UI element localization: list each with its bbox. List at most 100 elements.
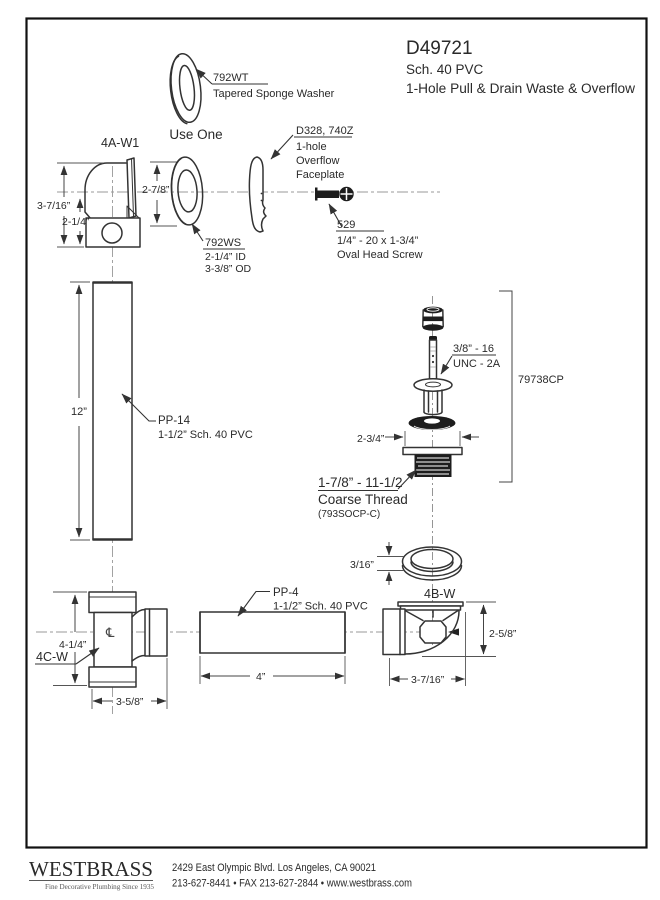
part-code: PP-14	[158, 415, 191, 427]
tube-spec: 1-1/2” Sch. 40 PVC	[158, 429, 253, 441]
rubber-washer-hole	[424, 418, 440, 424]
product-description: 1-Hole Pull & Drain Waste & Overflow	[406, 81, 635, 96]
ring-inner-thickness	[410, 561, 454, 573]
elbow-flange-bottom	[399, 605, 462, 611]
drain-flange-plate	[402, 446, 463, 456]
tee-top-socket	[88, 591, 137, 614]
tube-body	[199, 611, 346, 654]
faceplate-hole	[260, 199, 263, 202]
coarse-thread-code: (793SOCP-C)	[318, 509, 380, 520]
branch-socket	[144, 608, 168, 657]
elbow-curve	[404, 610, 460, 655]
rod-hole	[431, 360, 435, 364]
tube-pp14: 12” PP-14 1-1/2” Sch. 40 PVC	[70, 281, 253, 541]
funnel-line	[404, 609, 424, 622]
rod-body	[428, 339, 438, 380]
ring-washer: 3/16”	[350, 542, 463, 585]
dim-label: 4-1/4”	[59, 639, 87, 651]
brand-logo: WESTBRASS	[29, 857, 153, 881]
leader-arrow	[270, 134, 294, 160]
title-block: D49721 Sch. 40 PVC 1-Hole Pull & Drain W…	[406, 38, 635, 96]
ring-thickness	[401, 564, 463, 581]
washer-od: 3-3/8” OD	[205, 263, 252, 275]
tube-pp4: PP-4 1-1/2” Sch. 40 PVC 4”	[199, 587, 368, 684]
dim-label: 3/16”	[350, 559, 374, 571]
part-label: 4B-W	[424, 587, 455, 601]
branch-curve	[131, 654, 146, 662]
overflow-elbow-4aw1: 4A-W1 3-7/16” 2-1/4” 2-7/8”	[37, 136, 177, 248]
part-code: 792WS	[205, 237, 241, 249]
part-label: 4A-W1	[101, 136, 139, 150]
elbow-body	[84, 162, 127, 220]
leader-arrow	[237, 590, 270, 617]
coarse-thread-label: Coarse Thread	[318, 492, 408, 507]
part-code: 792WT	[213, 72, 249, 84]
footer-contact: 213-627-8441 • FAX 213-627-2844 • www.we…	[172, 878, 412, 890]
sponge-washer-792wt: 792WT Tapered Sponge Washer Use One	[169, 52, 335, 142]
tube-spec: 1-1/2” Sch. 40 PVC	[273, 601, 368, 613]
leader-arrow	[328, 203, 343, 228]
ring-inner	[410, 548, 454, 570]
part-code: 79738CP	[518, 374, 564, 386]
branch-curve	[131, 608, 146, 618]
part-code: PP-4	[273, 587, 299, 599]
dim-label: 3-7/16”	[37, 200, 71, 212]
footer-address: 2429 East Olympic Blvd. Los Angeles, CA …	[172, 862, 376, 874]
part-label: 4C-W	[36, 650, 68, 664]
screw-size: 1/4” - 20 x 1-3/4”	[337, 235, 419, 247]
flange-disk	[413, 378, 453, 392]
tube-body	[92, 281, 133, 541]
screw-shaft	[317, 190, 339, 198]
rubber-washer-texture	[413, 425, 451, 430]
faceplate-line2: Overflow	[296, 155, 339, 167]
dim-label: 2-7/8”	[142, 184, 170, 196]
dim-label: 12”	[71, 406, 87, 418]
leader-arrow	[75, 647, 100, 665]
waste-tee-4cw: ℄ 4-1/4” 4C-W 3-5/8”	[35, 591, 168, 709]
footer: WESTBRASS Fine Decorative Plumbing Since…	[29, 857, 412, 891]
drain-elbow-4bw: 4B-W 2-5/8” 3-7/16”	[382, 587, 517, 686]
ring-outer	[401, 546, 463, 577]
dim-label: 2-1/4”	[62, 216, 90, 228]
drain-hub-octagon	[419, 620, 447, 644]
dim-label: 2-5/8”	[489, 628, 517, 640]
elbow-step	[126, 205, 140, 219]
faceplate-line1: 1-hole	[296, 141, 327, 153]
funnel-line	[442, 609, 459, 622]
dim-label: 2-3/4”	[357, 433, 385, 445]
screw-cap	[315, 187, 318, 201]
brand-tagline: Fine Decorative Plumbing Since 1935	[45, 882, 154, 891]
dim-label: 3-7/16”	[411, 674, 445, 686]
washer-inner	[178, 64, 196, 111]
tee-body	[93, 611, 133, 668]
centerline-symbol: ℄	[105, 626, 115, 641]
faceplate-profile	[248, 156, 267, 233]
thread-size: 3/8” - 16	[453, 343, 494, 355]
part-code: D328, 740Z	[296, 125, 354, 137]
part-description: Tapered Sponge Washer	[213, 88, 335, 100]
bracket	[499, 290, 513, 483]
faceplate-line3: Faceplate	[296, 169, 344, 181]
stopper-band	[423, 316, 443, 322]
screw-type: Oval Head Screw	[337, 249, 423, 261]
tee-bottom-socket	[88, 666, 137, 688]
dim-label: 3-5/8”	[116, 696, 144, 708]
washer-outer	[170, 52, 202, 124]
flange-line	[131, 158, 134, 217]
washer-inner	[177, 169, 198, 213]
stopper-cap-highlight	[426, 307, 440, 312]
flange-hub	[425, 381, 441, 388]
barrel-bottom	[423, 411, 443, 416]
rod-hole	[431, 354, 435, 358]
material-spec: Sch. 40 PVC	[406, 62, 484, 77]
flow-arrow	[448, 628, 459, 636]
overflow-faceplate-d328: D328, 740Z 1-hole Overflow Faceplate	[248, 125, 354, 233]
oval-head-screw-529: 529 1/4” - 20 x 1-3/4” Oval Head Screw	[315, 186, 423, 261]
faceplate-hole	[260, 192, 263, 195]
leader-arrow	[121, 393, 156, 422]
part-code: 529	[337, 219, 355, 231]
use-one-note: Use One	[169, 127, 222, 142]
leader-arrow	[195, 68, 213, 85]
dim-label: 4”	[256, 671, 266, 683]
